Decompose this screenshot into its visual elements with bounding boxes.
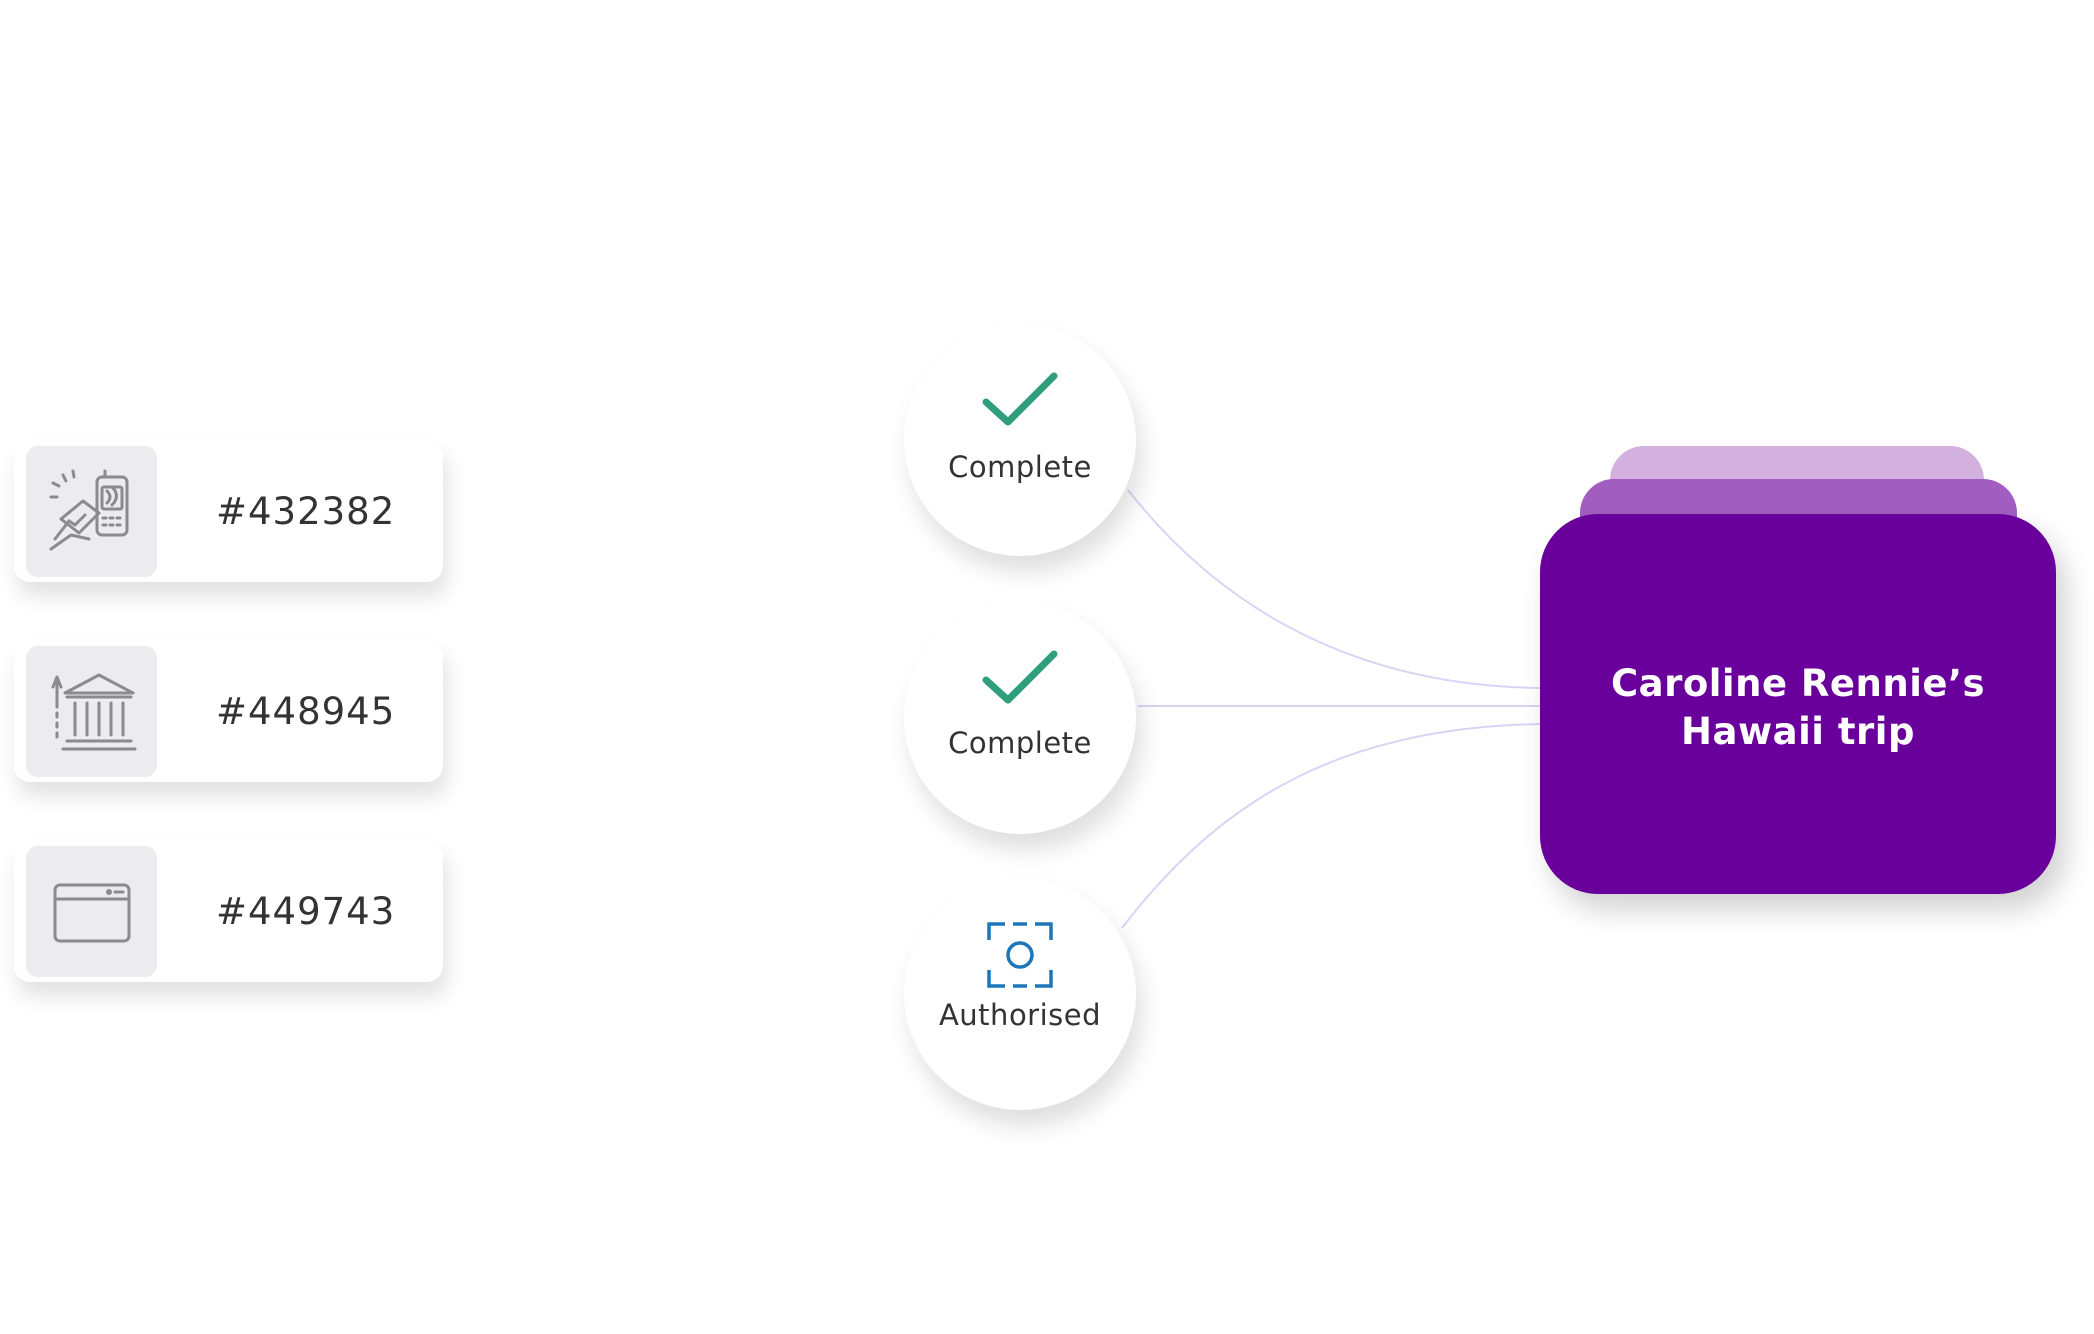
payment-card-3[interactable]: #449743 [14, 840, 443, 982]
connector-line-1 [1127, 489, 1541, 689]
status-complete-1: Complete [904, 324, 1136, 556]
trip-title-line1: Caroline Rennie’s [1610, 662, 1986, 705]
payment-reference: #449743 [216, 889, 396, 933]
scan-icon [987, 922, 1053, 988]
connector-line-3 [1121, 723, 1541, 929]
checkmark-icon [982, 650, 1058, 704]
card-icon [53, 883, 130, 942]
bank-transfer-icon [51, 673, 136, 750]
payment-icon-box [26, 446, 157, 577]
payment-reference: #448945 [216, 689, 396, 733]
status-label: Authorised [938, 998, 1102, 1032]
payment-icon-box [26, 646, 157, 777]
status-complete-2: Complete [904, 602, 1136, 834]
trip-title: Caroline Rennie’s Hawaii trip [1540, 660, 2056, 756]
contactless-payment-icon [49, 469, 128, 550]
payment-icon-box [26, 846, 157, 977]
status-authorised: Authorised [904, 878, 1136, 1110]
status-label: Complete [948, 726, 1092, 760]
payment-card-1[interactable]: #432382 [14, 440, 443, 582]
trip-folder[interactable]: Caroline Rennie’s Hawaii trip [1540, 514, 2056, 894]
checkmark-icon [982, 372, 1058, 426]
payment-card-2[interactable]: #448945 [14, 640, 443, 782]
status-label: Complete [948, 450, 1092, 484]
payment-reference: #432382 [216, 489, 396, 533]
trip-title-line2: Hawaii trip [1681, 710, 1915, 753]
